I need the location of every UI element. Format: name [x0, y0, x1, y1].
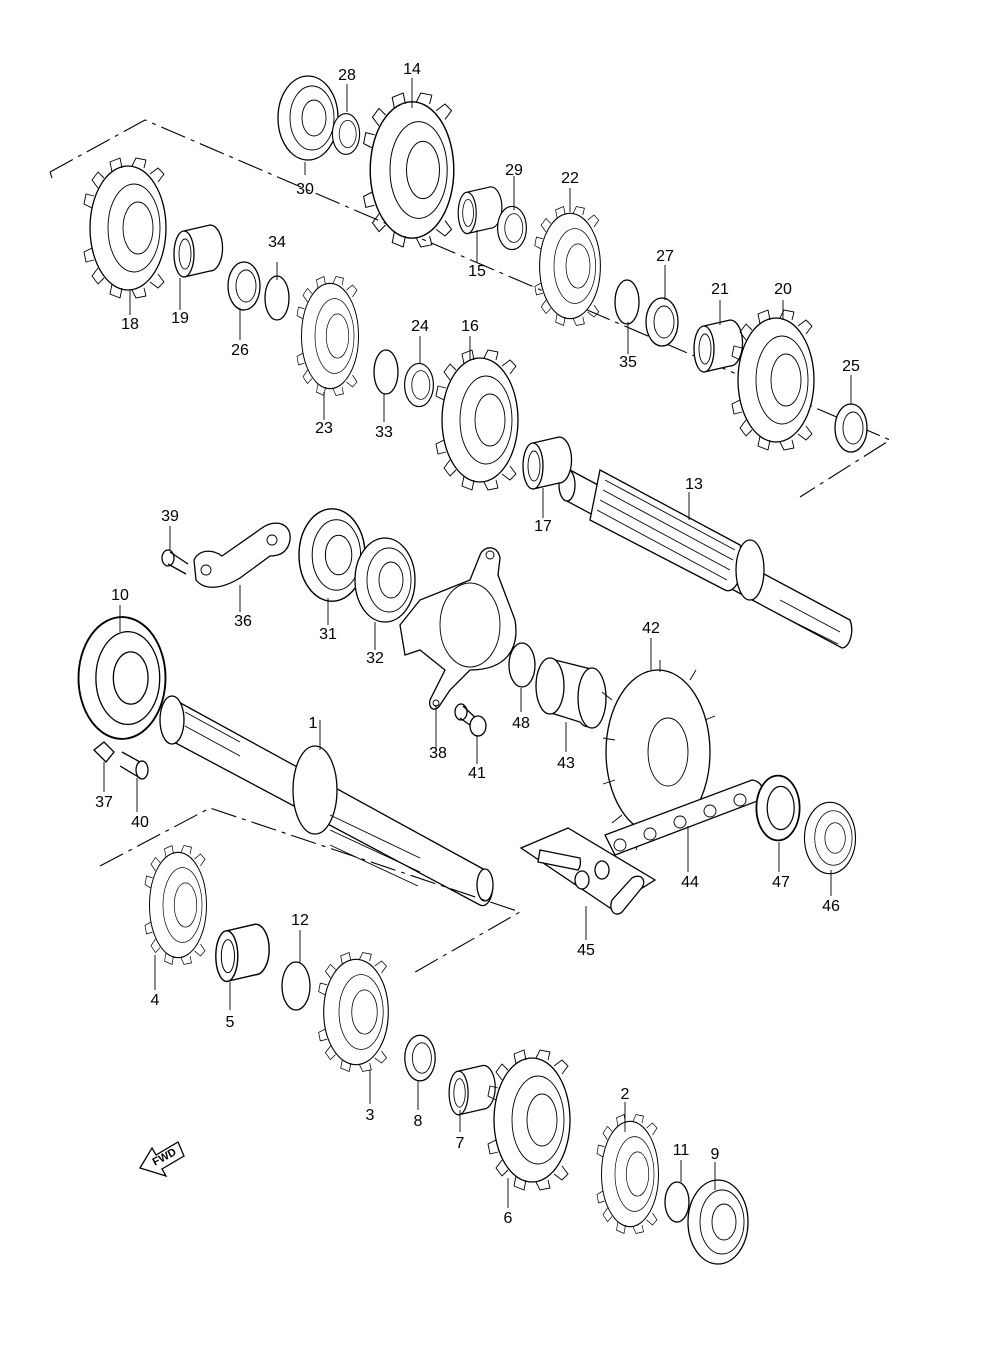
nut-46 [803, 801, 857, 875]
callout-4: 4 [151, 992, 160, 1009]
bushing-5 [215, 923, 270, 983]
gear-16 [435, 349, 519, 491]
callout-18: 18 [121, 316, 139, 333]
callout-40: 40 [131, 814, 149, 831]
bearing-9 [687, 1179, 749, 1265]
countershaft-13 [558, 468, 853, 649]
callout-17: 17 [534, 518, 552, 535]
washer-27 [645, 297, 679, 347]
callout-38: 38 [429, 745, 447, 762]
callout-24: 24 [411, 318, 429, 335]
callout-10: 10 [111, 587, 129, 604]
callout-labels: 28 14 30 29 22 15 27 21 20 34 24 16 35 2… [95, 61, 860, 1227]
oil-seal-32 [354, 537, 416, 623]
gear-18 [83, 157, 167, 299]
sprocket-42 [601, 660, 716, 851]
mainshaft-panel [99, 807, 522, 976]
gear-3 [318, 951, 389, 1073]
callout-22: 22 [561, 170, 579, 187]
callout-35: 35 [619, 354, 637, 371]
callout-33: 33 [375, 424, 393, 441]
bushing-17 [522, 436, 573, 490]
spacer-43 [535, 657, 607, 729]
callout-44: 44 [681, 874, 699, 891]
gear-2 [596, 1113, 660, 1235]
callout-16: 16 [461, 318, 479, 335]
countershaft-panel [49, 119, 892, 498]
callout-23: 23 [315, 420, 333, 437]
callout-20: 20 [774, 281, 792, 298]
gear-6 [487, 1049, 571, 1191]
callout-47: 47 [772, 874, 790, 891]
callout-27: 27 [656, 248, 674, 265]
plate-37 [93, 741, 115, 763]
washer-25 [834, 403, 868, 453]
circlip-33 [373, 349, 399, 395]
gear-22 [534, 205, 601, 327]
callout-36: 36 [234, 613, 252, 630]
callout-21: 21 [711, 281, 729, 298]
callout-15: 15 [468, 263, 486, 280]
callout-29: 29 [505, 162, 523, 179]
callout-37: 37 [95, 794, 113, 811]
callout-39: 39 [161, 508, 179, 525]
callout-3: 3 [366, 1107, 375, 1124]
circlip-35 [614, 279, 640, 325]
callout-43: 43 [557, 755, 575, 772]
callout-42: 42 [642, 620, 660, 637]
callout-1: 1 [309, 715, 318, 732]
callout-2: 2 [621, 1086, 630, 1103]
callout-5: 5 [226, 1014, 235, 1031]
washer-8 [404, 1034, 436, 1082]
callout-8: 8 [414, 1113, 423, 1130]
callout-45: 45 [577, 942, 595, 959]
callout-25: 25 [842, 358, 860, 375]
bracket-38 [399, 547, 517, 710]
callout-12: 12 [291, 912, 309, 929]
gear-20 [731, 309, 815, 451]
main-shaft-1 [159, 695, 494, 907]
bushing-7 [448, 1064, 496, 1116]
fwd-arrow-icon: FWD [139, 1141, 185, 1178]
washer-26 [227, 261, 261, 311]
callout-6: 6 [504, 1210, 513, 1227]
bushing-15 [457, 186, 503, 235]
gear-14 [362, 92, 455, 248]
callout-14: 14 [403, 61, 421, 78]
washer-11 [664, 1181, 690, 1223]
bearing-10 [77, 616, 167, 740]
callout-30: 30 [296, 181, 314, 198]
callout-31: 31 [319, 626, 337, 643]
washer-24 [404, 362, 434, 408]
screw-39 [161, 549, 189, 575]
chain-joint-45 [519, 827, 657, 915]
washer-47 [755, 774, 801, 842]
leader-lines [103, 78, 852, 1208]
bolt-41 [454, 703, 487, 737]
callout-41: 41 [468, 765, 486, 782]
washer-29 [497, 205, 527, 251]
bearing-retainer-36 [193, 522, 291, 588]
o-ring-48 [508, 642, 536, 688]
callout-11: 11 [673, 1142, 690, 1159]
gear-23 [296, 275, 360, 397]
callout-7: 7 [456, 1135, 465, 1152]
callout-13: 13 [685, 476, 703, 493]
callout-32: 32 [366, 650, 384, 667]
bearing-30 [277, 75, 339, 161]
circlip-34 [264, 275, 290, 321]
callout-34: 34 [268, 234, 286, 251]
callout-28: 28 [338, 67, 356, 84]
callout-19: 19 [171, 310, 189, 327]
circlip-12 [281, 961, 311, 1011]
gear-4 [144, 844, 208, 966]
screw-40 [119, 751, 149, 780]
callout-48: 48 [512, 715, 530, 732]
callout-9: 9 [711, 1146, 720, 1163]
washer-28 [331, 113, 361, 155]
callout-26: 26 [231, 342, 249, 359]
callout-46: 46 [822, 898, 840, 915]
needle-bearing-19 [173, 224, 224, 278]
